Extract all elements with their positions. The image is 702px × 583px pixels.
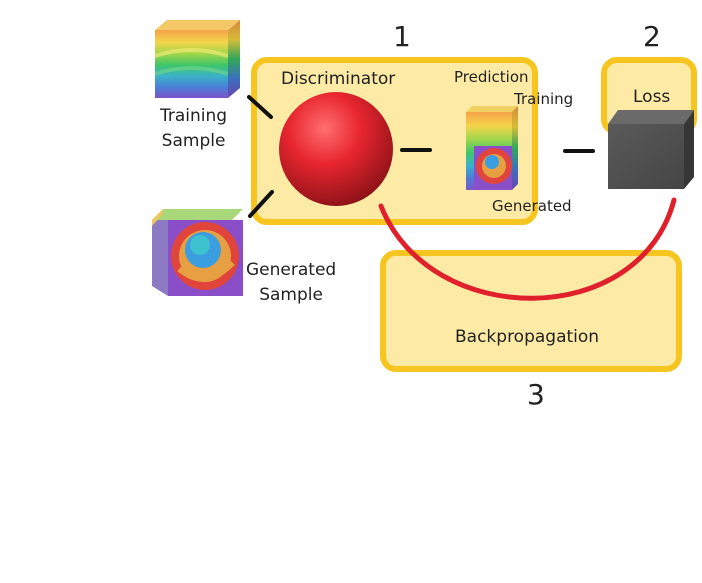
step-3-number: 3 — [527, 378, 545, 411]
training-connector — [247, 95, 273, 119]
training-sample-label-line1: Training — [160, 106, 228, 126]
step-2-number: 2 — [643, 20, 661, 53]
generated-connector — [248, 190, 274, 218]
loss-label: Loss — [633, 87, 671, 107]
training-sample-label: Training Sample — [160, 104, 227, 153]
generated-output-label: Generated — [492, 197, 572, 215]
training-sample-cube-icon — [154, 20, 240, 98]
step-1-number: 1 — [393, 20, 411, 53]
training-sample-label-line2: Sample — [161, 130, 226, 151]
discriminator-label: Discriminator — [281, 69, 396, 89]
backpropagation-arrow — [378, 197, 677, 301]
prediction-cube-icon — [466, 106, 518, 190]
prediction-label: Prediction — [454, 68, 529, 86]
backpropagation-label: Backpropagation — [455, 327, 600, 347]
generated-sample-label-line1: Generated — [246, 260, 337, 280]
loss-cube-icon — [608, 110, 694, 189]
generated-sample-cube-icon — [152, 209, 243, 296]
training-output-label: Training — [514, 90, 574, 108]
discriminator-sphere-icon — [279, 92, 393, 206]
generated-sample-label: Generated Sample — [246, 258, 336, 307]
generated-sample-label-line2: Sample — [259, 284, 323, 305]
